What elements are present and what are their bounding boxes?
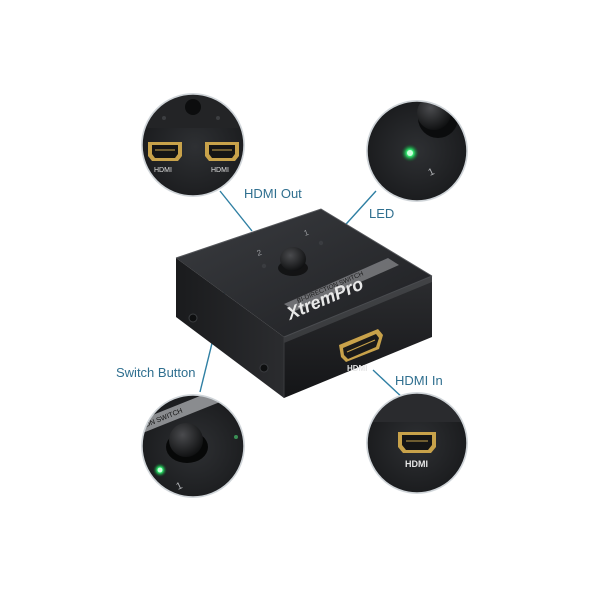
- zoom-led: 1: [366, 100, 468, 202]
- marker-1-label: 1: [303, 228, 311, 238]
- device-front-face: [284, 276, 432, 398]
- led-indicator-1: [318, 240, 324, 246]
- screw-icon: [259, 363, 269, 373]
- device-left-face: [176, 258, 284, 398]
- hdmi-in-leader-line: [372, 369, 406, 401]
- callout-led: LED: [369, 206, 395, 221]
- hdmi-out-leader-line: [219, 190, 253, 232]
- zoom-port-label-1: HDMI: [154, 167, 172, 174]
- hdmi-in-port: [339, 329, 383, 362]
- port-label: HDMI: [347, 364, 367, 373]
- zoom-switch-button-icon: [169, 423, 203, 457]
- zoom-in-port-label: HDMI: [405, 459, 428, 469]
- zoom-led-marker: 1: [427, 166, 437, 179]
- switch-device: 2 1 BI-DIRECTION SWITCH XtremPro HDMI: [175, 208, 433, 398]
- marker-2-label: 2: [256, 248, 264, 258]
- callout-hdmi-out: HDMI Out: [244, 186, 302, 201]
- screw-icon: [188, 313, 198, 323]
- zoom-hdmi-out: HDMI HDMI: [141, 93, 245, 197]
- callout-hdmi-in: HDMI In: [395, 373, 443, 388]
- led-indicator-2: [261, 263, 267, 269]
- zoom-switch: ION SWITCH 1: [141, 394, 245, 498]
- zoom-port-label-2: HDMI: [211, 167, 229, 174]
- zoom-hdmi-in: HDMI: [366, 392, 468, 494]
- zoom-switch-marker: 1: [175, 480, 185, 493]
- switch-button-icon: [280, 247, 306, 271]
- callout-switch-button: Switch Button: [116, 365, 196, 380]
